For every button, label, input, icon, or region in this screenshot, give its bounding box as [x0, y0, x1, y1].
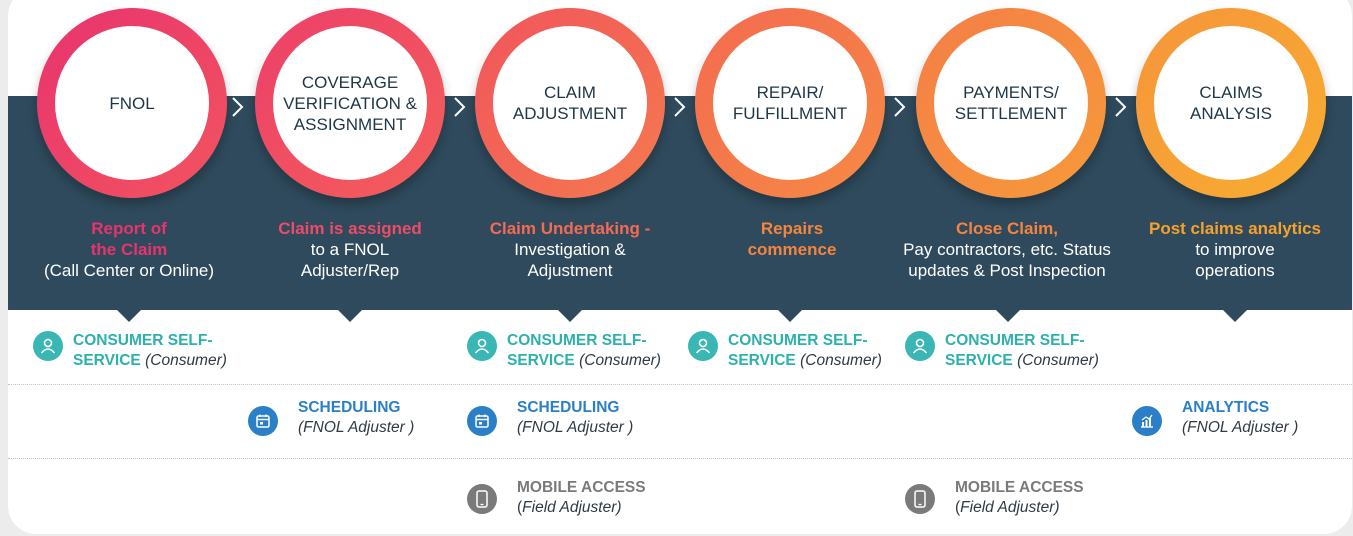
- description-highlight: Claim Undertaking -: [489, 219, 651, 238]
- feature-subtitle-paren: (: [955, 499, 961, 516]
- feature-title: SCHEDULING: [517, 399, 620, 416]
- description-highlight: Close Claim,: [955, 219, 1059, 238]
- description-text: Investigation & Adjustment: [514, 240, 626, 280]
- feature-consumer-self-service: CONSUMER SELF- SERVICE (Consumer): [467, 331, 661, 371]
- feature-title: CONSUMER SELF-: [507, 332, 647, 349]
- band-pointer: [777, 309, 803, 322]
- feature-title: SERVICE: [73, 352, 141, 369]
- stage-ring: CLAIM ADJUSTMENT: [475, 8, 665, 198]
- band-pointer: [116, 309, 142, 322]
- description-highlight: Report of the Claim: [90, 219, 168, 259]
- stage-title: CLAIMS ANALYSIS: [1190, 83, 1272, 123]
- stage-payments: PAYMENTS/ SETTLEMENT: [916, 0, 1136, 320]
- stage-title: COVERAGE VERIFICATION & ASSIGNMENT: [283, 72, 417, 134]
- chevron-right-icon: [1115, 97, 1127, 117]
- stage-title: REPAIR/ FULFILLMENT: [732, 83, 848, 123]
- phone-icon: [467, 484, 497, 514]
- stage-description: Claim is assigned to a FNOL Adjuster/Rep: [230, 218, 470, 281]
- stage-analysis: CLAIMS ANALYSIS: [1136, 0, 1353, 320]
- description-highlight: Post claims analytics: [1149, 219, 1321, 238]
- feature-mobile-access: MOBILE ACCESS (Field Adjuster): [905, 478, 1084, 518]
- process-band: [8, 96, 1352, 310]
- description-highlight: Claim is assigned: [278, 219, 422, 238]
- band-pointer: [1222, 309, 1248, 322]
- description-text: (Call Center or Online): [43, 261, 215, 280]
- chevron-right-icon: [674, 97, 686, 117]
- stage-description: Report of the Claim (Call Center or Onli…: [9, 218, 249, 281]
- feature-title: ANALYTICS: [1182, 399, 1270, 416]
- feature-title: MOBILE ACCESS: [517, 479, 646, 496]
- stage-circle: PAYMENTS/ SETTLEMENT: [934, 26, 1088, 180]
- stage-title: CLAIM ADJUSTMENT: [512, 83, 628, 123]
- calendar-icon: [248, 406, 278, 436]
- stage-title: PAYMENTS/ SETTLEMENT: [954, 83, 1068, 123]
- feature-analytics: ANALYTICS (FNOL Adjuster ): [1132, 398, 1298, 438]
- stage-title: FNOL: [109, 93, 155, 113]
- stage-repair: REPAIR/ FULFILLMENT: [695, 0, 915, 320]
- feature-title: SERVICE: [945, 352, 1013, 369]
- stage-circle: COVERAGE VERIFICATION & ASSIGNMENT: [273, 26, 427, 180]
- feature-title: SERVICE: [728, 352, 796, 369]
- row-divider: [8, 458, 1352, 459]
- band-pointer: [557, 309, 583, 322]
- feature-title: SCHEDULING: [298, 399, 401, 416]
- chevron-right-icon: [894, 97, 906, 117]
- band-pointer: [995, 309, 1021, 322]
- feature-subtitle: (Consumer): [800, 352, 882, 369]
- feature-mobile-access: MOBILE ACCESS (Field Adjuster): [467, 478, 646, 518]
- feature-subtitle: (FNOL Adjuster ): [298, 419, 415, 436]
- row-divider: [8, 384, 1352, 385]
- stage-description: Post claims analytics to improve operati…: [1115, 218, 1353, 281]
- stage-ring: CLAIMS ANALYSIS: [1136, 8, 1326, 198]
- stage-circle: CLAIM ADJUSTMENT: [493, 26, 647, 180]
- feature-scheduling: SCHEDULING (FNOL Adjuster ): [467, 398, 633, 438]
- feature-consumer-self-service: CONSUMER SELF- SERVICE (Consumer): [905, 331, 1099, 371]
- stage-circle: REPAIR/ FULFILLMENT: [713, 26, 867, 180]
- feature-subtitle: Field Adjuster): [522, 499, 622, 516]
- feature-subtitle-paren: (: [517, 499, 523, 516]
- stage-ring: PAYMENTS/ SETTLEMENT: [916, 8, 1106, 198]
- feature-title: SERVICE: [507, 352, 575, 369]
- feature-title: MOBILE ACCESS: [955, 479, 1084, 496]
- feature-consumer-self-service: CONSUMER SELF- SERVICE (Consumer): [688, 331, 882, 371]
- feature-scheduling: SCHEDULING (FNOL Adjuster ): [248, 398, 414, 438]
- description-highlight: Repairs commence: [747, 219, 837, 259]
- chevron-right-icon: [454, 97, 466, 117]
- person-icon: [33, 331, 63, 361]
- person-icon: [688, 331, 718, 361]
- feature-title: CONSUMER SELF-: [945, 332, 1085, 349]
- feature-subtitle: (FNOL Adjuster ): [517, 419, 634, 436]
- feature-title: CONSUMER SELF-: [728, 332, 868, 349]
- stage-ring: FNOL: [37, 8, 227, 198]
- stage-circle: CLAIMS ANALYSIS: [1154, 26, 1308, 180]
- description-text: to improve operations: [1195, 240, 1275, 280]
- stage-description: Claim Undertaking - Investigation & Adju…: [450, 218, 690, 281]
- feature-consumer-self-service: CONSUMER SELF- SERVICE (Consumer): [33, 331, 227, 371]
- phone-icon: [905, 484, 935, 514]
- feature-subtitle: (Consumer): [579, 352, 661, 369]
- band-pointer: [337, 309, 363, 322]
- chevron-right-icon: [232, 97, 244, 117]
- feature-subtitle: (Consumer): [1017, 352, 1099, 369]
- feature-subtitle: Field Adjuster): [960, 499, 1060, 516]
- description-text: to a FNOL Adjuster/Rep: [300, 240, 400, 280]
- calendar-icon: [467, 406, 497, 436]
- feature-title: CONSUMER SELF-: [73, 332, 213, 349]
- person-icon: [467, 331, 497, 361]
- stage-fnol: FNOL: [37, 0, 257, 320]
- stage-description: Close Claim, Pay contractors, etc. Statu…: [887, 218, 1127, 281]
- stage-ring: COVERAGE VERIFICATION & ASSIGNMENT: [255, 8, 445, 198]
- stage-circle: FNOL: [55, 26, 209, 180]
- stage-ring: REPAIR/ FULFILLMENT: [695, 8, 885, 198]
- person-icon: [905, 331, 935, 361]
- stage-coverage: COVERAGE VERIFICATION & ASSIGNMENT: [255, 0, 475, 320]
- stage-description: Repairs commence: [672, 218, 912, 260]
- stage-adjustment: CLAIM ADJUSTMENT: [475, 0, 695, 320]
- bar-chart-icon: [1132, 406, 1162, 436]
- description-text: Pay contractors, etc. Status updates & P…: [903, 240, 1111, 280]
- feature-subtitle: (Consumer): [145, 352, 227, 369]
- feature-subtitle: (FNOL Adjuster ): [1182, 419, 1299, 436]
